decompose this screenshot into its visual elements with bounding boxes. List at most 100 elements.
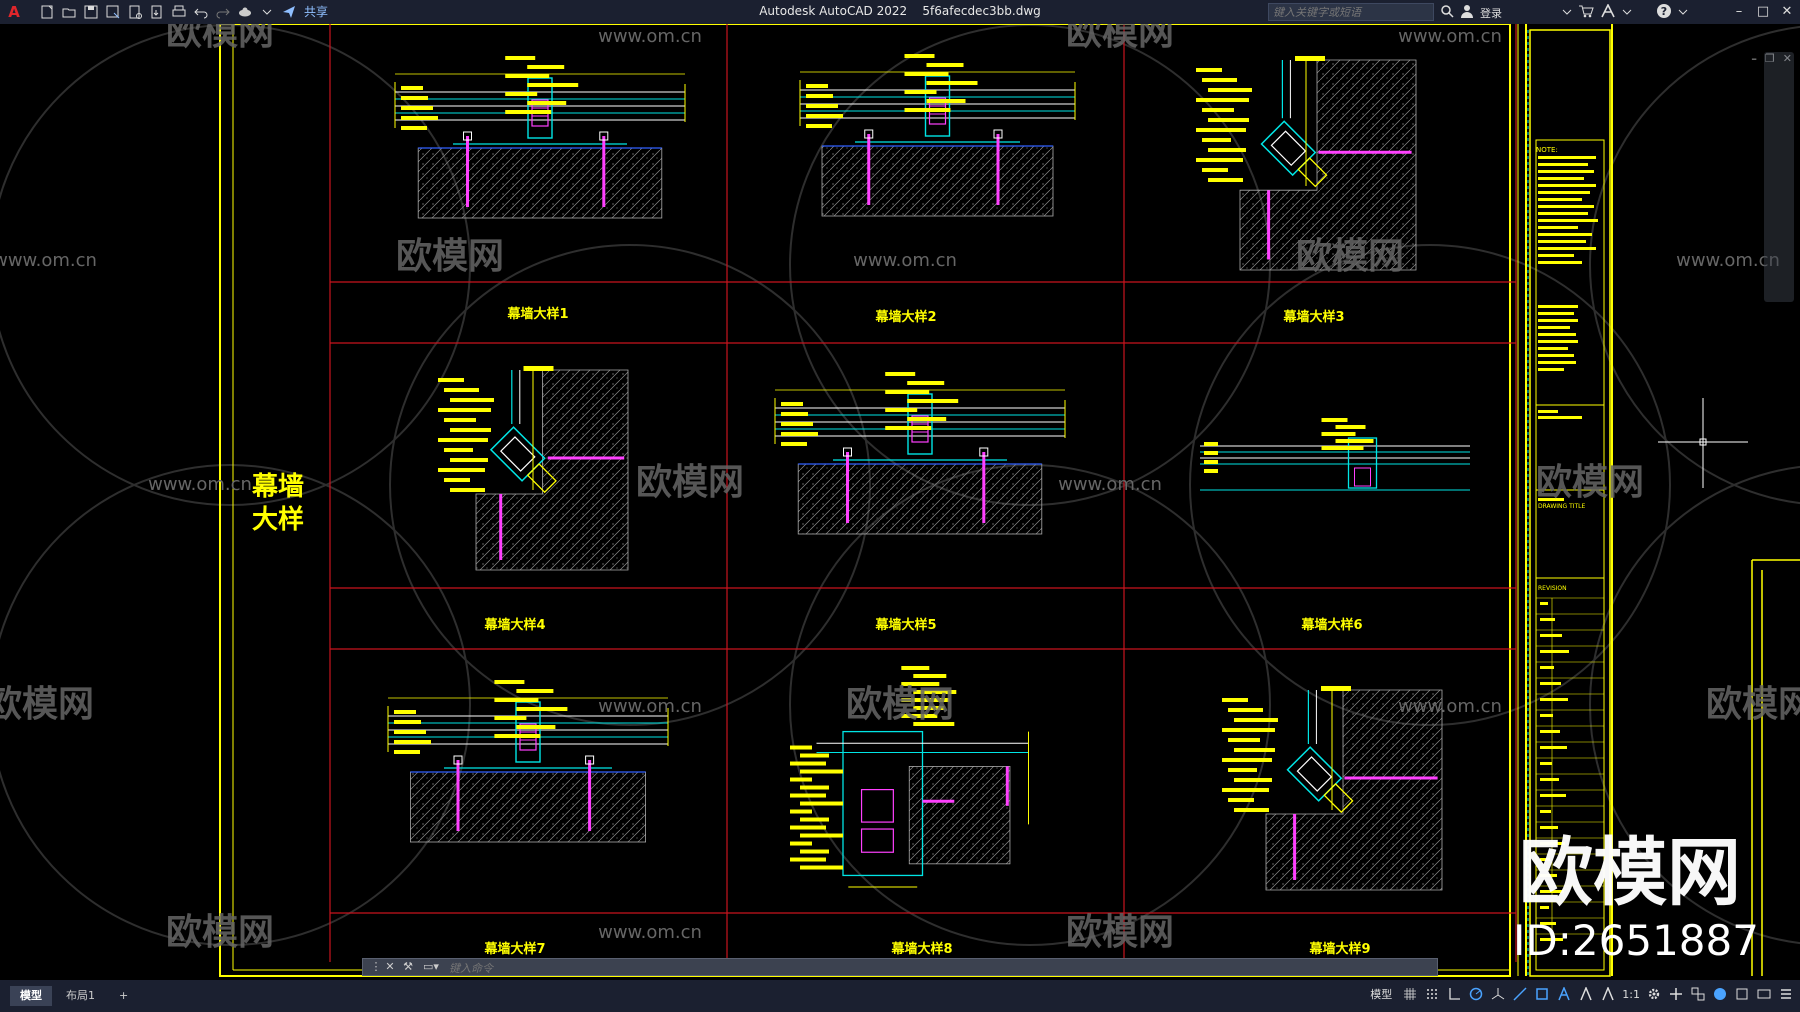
minimize-icon[interactable]: – (1735, 4, 1743, 19)
auto-scale-icon[interactable] (1578, 986, 1594, 1002)
autocad-logo-icon[interactable]: A (8, 3, 20, 21)
watermark-brand-text: 欧模网 (166, 24, 274, 53)
autodesk-a360-icon[interactable] (1600, 3, 1616, 21)
watermark-brand-text: 欧模网 (396, 236, 504, 277)
isometric-icon[interactable] (1490, 986, 1506, 1002)
model-id: ID:2651887 (1513, 916, 1759, 965)
maximize-icon[interactable]: □ (1756, 4, 1770, 19)
fullscreen-icon[interactable] (1756, 986, 1772, 1002)
watermark-brand-text: 欧模网 (1706, 684, 1800, 725)
detail-label-2: 幕墙大样2 (874, 309, 936, 325)
login-label[interactable]: 登录 (1480, 6, 1502, 20)
search-icon[interactable] (1440, 4, 1454, 21)
crosshair-cursor (1658, 398, 1748, 488)
open-from-web-icon[interactable] (126, 3, 144, 21)
drawing-viewport[interactable]: 幕墙 大样 幕墙大样1 幕墙大样2 幕墙大样3 幕墙大样4 幕墙大样5 幕墙大样… (0, 12, 1800, 980)
drawing-canvas[interactable]: 幕墙 大样 幕墙大样1 幕墙大样2 幕墙大样3 幕墙大样4 幕墙大样5 幕墙大样… (0, 12, 1800, 980)
annotation-scale-icon[interactable] (1600, 986, 1616, 1002)
titleblock-revision: REVISION (1538, 585, 1567, 592)
detail-label-1: 幕墙大样1 (506, 306, 568, 322)
watermark-brand-text: 欧模网 (166, 912, 274, 953)
file-name: 5f6afecdec3bb.dwg (922, 4, 1041, 18)
watermarks: www.om.cn www.om.cn www.om.cn www.om.cn www.… (0, 12, 1800, 953)
watermark-brand-text: 欧模网 (1296, 236, 1404, 277)
search-input[interactable] (1269, 4, 1433, 20)
plot-icon[interactable] (170, 3, 188, 21)
detail-grid (329, 24, 1517, 962)
chevron-down-icon[interactable] (258, 3, 276, 21)
command-history-icon[interactable]: ▭▾ (423, 960, 439, 973)
annotation-visibility-icon[interactable] (1556, 986, 1572, 1002)
title-bar-right: 登录 ? (1440, 3, 1688, 22)
annotation-scale-value[interactable]: 1:1 (1622, 987, 1640, 1001)
units-icon[interactable] (1690, 986, 1706, 1002)
grid-icon[interactable] (1402, 986, 1418, 1002)
object-snap-tracking-icon[interactable] (1512, 986, 1528, 1002)
revision-table (1536, 597, 1604, 950)
app-name: Autodesk AutoCAD 2022 (759, 4, 908, 18)
polar-tracking-icon[interactable] (1468, 986, 1484, 1002)
titleblock-drawing-title: DRAWING TITLE (1538, 503, 1586, 510)
watermark-brand-text: 欧模网 (1066, 24, 1174, 53)
svg-text:?: ? (1661, 5, 1667, 18)
menu-icon[interactable] (1778, 986, 1794, 1002)
minimize-viewport-icon[interactable]: – (1751, 52, 1757, 65)
hardware-acceleration-icon[interactable] (1734, 986, 1750, 1002)
chevron-down-icon[interactable] (1622, 6, 1632, 20)
help-icon[interactable]: ? (1656, 3, 1672, 22)
sheet-title-line2: 大样 (252, 504, 304, 535)
chevron-down-icon[interactable] (1562, 6, 1572, 20)
open-folder-icon[interactable] (60, 3, 78, 21)
model-space-label[interactable]: 模型 (1370, 988, 1393, 1001)
sheet-title-line1: 幕墙 (251, 472, 304, 502)
quick-access-toolbar: 共享 (38, 3, 328, 21)
cart-icon[interactable] (1578, 4, 1594, 21)
save-as-icon[interactable] (104, 3, 122, 21)
command-line[interactable]: ⋮ ✕ ⚒ ▭▾ (362, 958, 1438, 977)
snap-icon[interactable] (1424, 986, 1440, 1002)
workspace-icon[interactable] (236, 3, 254, 21)
command-input[interactable] (447, 959, 1431, 977)
user-icon[interactable] (1460, 4, 1474, 21)
detail-label-9: 幕墙大样9 (1308, 941, 1370, 957)
command-grip-icon[interactable]: ⋮ (370, 960, 382, 973)
navigation-bar[interactable] (1764, 52, 1794, 302)
detail-drawings (387, 54, 1470, 891)
chevron-down-icon[interactable] (1678, 6, 1688, 20)
watermark-site-text: www.om.cn (0, 250, 97, 271)
watermark-site-text: www.om.cn (598, 922, 702, 943)
close-icon[interactable]: ✕ (385, 960, 395, 973)
customize-wrench-icon[interactable]: ⚒ (403, 960, 413, 973)
watermark-brand-text: 欧模网 (0, 684, 94, 725)
new-file-icon[interactable] (38, 3, 56, 21)
watermark-site-text: www.om.cn (598, 696, 702, 717)
isolate-objects-icon[interactable] (1712, 986, 1728, 1002)
save-to-web-icon[interactable] (148, 3, 166, 21)
watermark-brand-text: 欧模网 (1536, 462, 1644, 503)
object-snap-icon[interactable] (1534, 986, 1550, 1002)
watermark-brand-text: 欧模网 (846, 684, 954, 725)
share-label[interactable]: 共享 (304, 5, 329, 19)
tab-model[interactable]: 模型 (10, 986, 52, 1006)
tab-layout1[interactable]: 布局1 (66, 989, 95, 1002)
watermark-site-text: www.om.cn (1398, 696, 1502, 717)
save-icon[interactable] (82, 3, 100, 21)
title-block: NOTE: DRAWING TITLE (1536, 146, 1604, 950)
close-icon[interactable]: ✕ (1781, 4, 1793, 19)
watermark-site-text: www.om.cn (1398, 26, 1502, 47)
watermark-brand-text: 欧模网 (1066, 912, 1174, 953)
share-icon[interactable] (280, 3, 298, 21)
watermark-site-text: www.om.cn (148, 474, 252, 495)
status-bar: 模型 布局1 + 模型 1:1 (0, 980, 1800, 1012)
search-box[interactable] (1268, 3, 1434, 21)
watermark-brand-text: 欧模网 (636, 462, 744, 503)
plus-icon[interactable] (1668, 986, 1684, 1002)
watermark-site-text: www.om.cn (1058, 474, 1162, 495)
watermark-site-text: www.om.cn (853, 250, 957, 271)
add-layout-button[interactable]: + (119, 989, 129, 1002)
gear-icon[interactable] (1646, 986, 1662, 1002)
ortho-icon[interactable] (1446, 986, 1462, 1002)
redo-icon[interactable] (214, 3, 232, 21)
undo-icon[interactable] (192, 3, 210, 21)
detail-label-8: 幕墙大样8 (890, 941, 952, 957)
